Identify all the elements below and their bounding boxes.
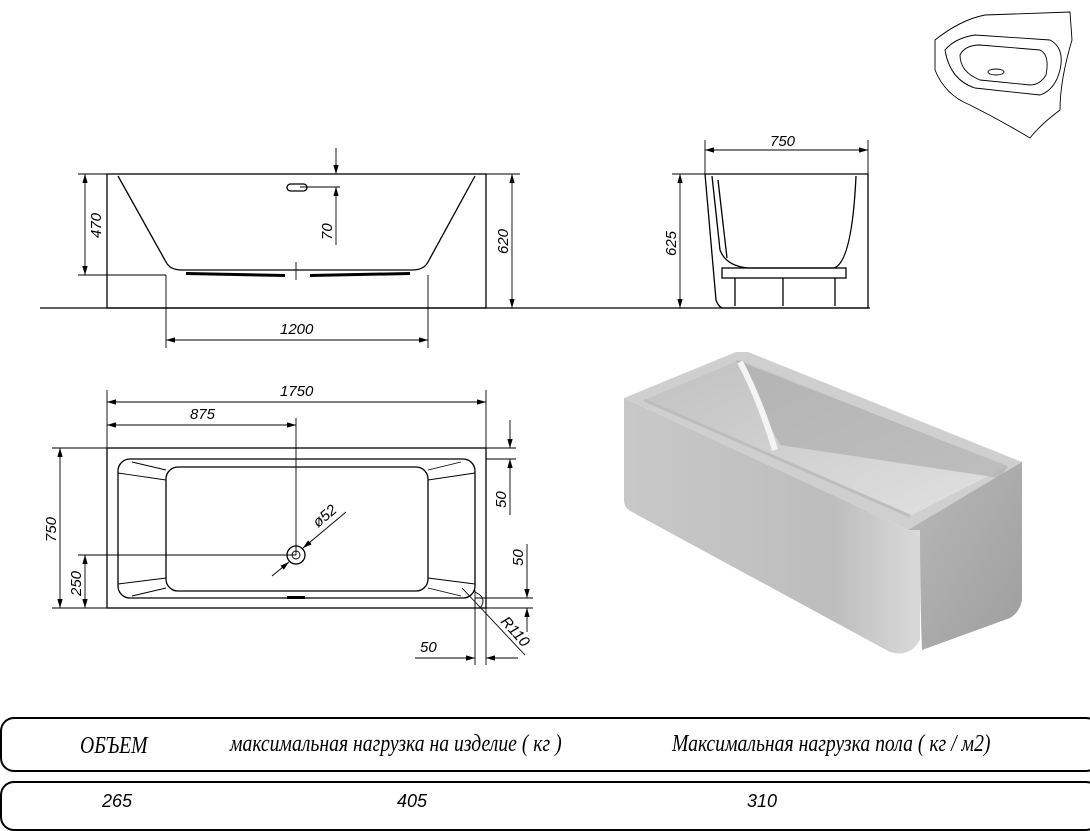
- dim-620: 620: [495, 228, 512, 254]
- dim-diameter-52: ø52: [310, 501, 341, 531]
- value-volume: 265: [102, 791, 133, 811]
- header-volume: ОБЪЕМ: [80, 733, 148, 759]
- side-view: 750 625: [663, 133, 869, 309]
- dim-470: 470: [88, 212, 105, 238]
- dim-r110: R110: [497, 613, 533, 651]
- dim-750-side: 750: [770, 133, 796, 150]
- header-max-load-product: максимальная нагрузка на изделие ( кг ): [230, 731, 562, 757]
- specs-table-header: [0, 717, 1090, 772]
- plan-view: 1750 875 750 250 ø52 50 50 50 R110: [43, 383, 533, 665]
- bathtub-3d-render: [624, 352, 1022, 654]
- front-view: 470 620 70 1200: [78, 148, 520, 348]
- header-max-floor-load: Максимальная нагрузка пола ( кг / м2): [672, 731, 991, 757]
- dim-750-plan: 750: [43, 516, 60, 542]
- dim-70: 70: [319, 223, 336, 240]
- dim-50-top: 50: [493, 491, 510, 508]
- dim-1200: 1200: [280, 321, 314, 338]
- overflow-icon: [286, 183, 308, 192]
- specs-table-values: [0, 781, 1090, 831]
- dim-875: 875: [190, 406, 216, 423]
- value-max-load-product: 405: [397, 791, 428, 811]
- value-max-floor-load: 310: [747, 791, 778, 811]
- dim-250: 250: [68, 570, 85, 597]
- installation-thumbnail: [934, 11, 1073, 139]
- dim-50-bottom: 50: [510, 549, 527, 566]
- dim-1750: 1750: [280, 383, 314, 400]
- dim-50-side: 50: [420, 639, 437, 656]
- dim-625: 625: [663, 230, 680, 256]
